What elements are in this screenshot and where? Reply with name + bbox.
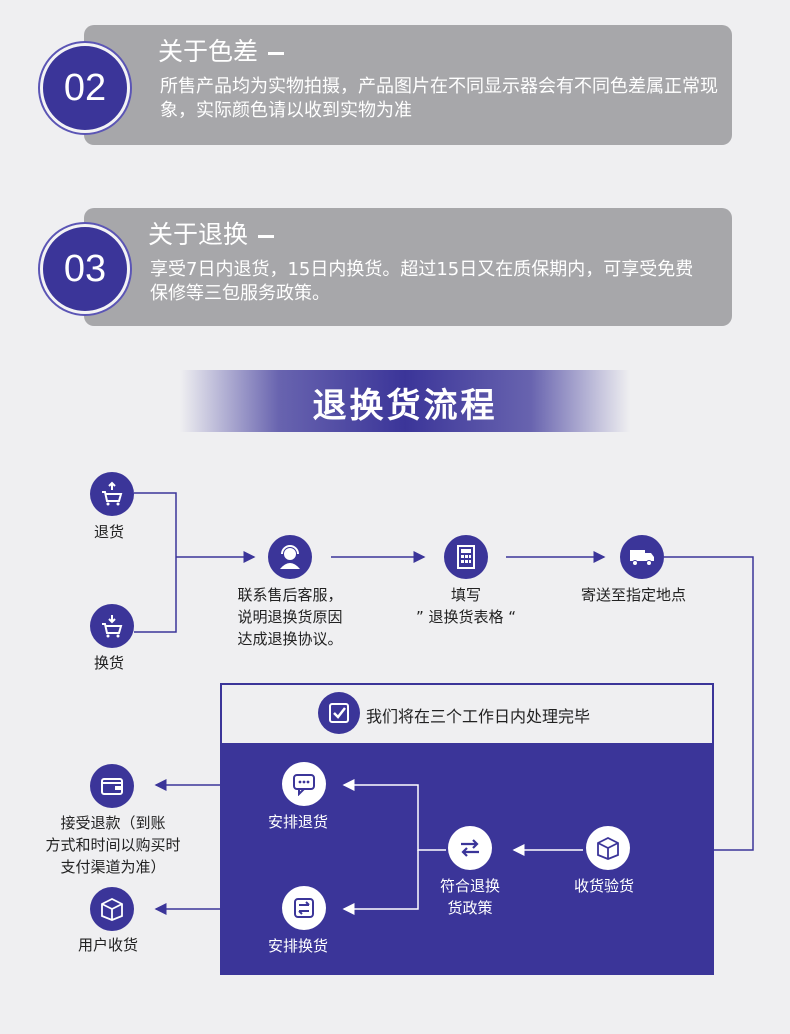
- contact-label: 联系售后客服， 说明退换货原因 达成退换协议。: [228, 584, 352, 650]
- fill-label-line: ” 退换货表格 “: [415, 608, 517, 626]
- policy-label-line: 货政策: [447, 899, 493, 917]
- step-badge: 03: [40, 224, 130, 314]
- info-card-color: 关于色差 所售产品均为实物拍摄，产品图片在不同显示器会有不同色差属正常现象，实际…: [84, 25, 732, 145]
- refund-label-line: 接受退款（到账: [60, 814, 166, 832]
- exchange-label: 换货: [94, 654, 125, 672]
- receive-check-label: 收货验货: [574, 877, 635, 895]
- step-badge: 02: [40, 43, 130, 133]
- return-label: 退货: [94, 523, 125, 541]
- section-title: 退换货流程: [312, 386, 498, 426]
- customer-service-icon: [268, 535, 312, 579]
- exchange-cart-icon: [90, 604, 134, 648]
- box-icon: [90, 887, 134, 931]
- fill-label: 填写 ” 退换货表格 “: [400, 584, 532, 628]
- return-cart-icon: [90, 472, 134, 516]
- card-text: 享受7日内退货，15日内换货。超过15日又在质保期内，可享受免费保修等三包服务政…: [150, 259, 694, 304]
- section-banner: 退换货流程: [180, 370, 630, 432]
- chat-icon: [282, 762, 326, 806]
- check-icon: [318, 692, 360, 734]
- arrange-exchange-label: 安排换货: [268, 937, 329, 955]
- card-title: 关于退换: [148, 220, 275, 250]
- policy-label-line: 符合退换: [439, 877, 500, 895]
- arrange-return-label: 安排退货: [268, 813, 329, 831]
- package-icon: [586, 826, 630, 870]
- card-text: 所售产品均为实物拍摄，产品图片在不同显示器会有不同色差属正常现象，实际颜色请以收…: [160, 76, 718, 121]
- exchange-arrows-icon: [448, 826, 492, 870]
- refund-label-line: 支付渠道为准）: [60, 858, 166, 876]
- processing-header: 我们将在三个工作日内处理完毕: [222, 685, 712, 743]
- contact-label-line: 达成退换协议。: [237, 630, 343, 648]
- refund-label-line: 方式和时间以购买时: [45, 836, 181, 854]
- user-receive-label: 用户收货: [78, 936, 139, 954]
- refund-label: 接受退款（到账 方式和时间以购买时 支付渠道为准）: [28, 812, 198, 878]
- info-card-return: 关于退换 享受7日内退货，15日内换货。超过15日又在质保期内，可享受免费保修等…: [84, 208, 732, 326]
- contact-label-line: 说明退换货原因: [237, 608, 343, 626]
- fill-label-line: 填写: [450, 586, 481, 604]
- wallet-icon: [90, 764, 134, 808]
- policy-label: 符合退换 货政策: [430, 875, 510, 919]
- contact-label-line: 联系售后客服，: [237, 586, 343, 604]
- swap-icon: [282, 886, 326, 930]
- card-title: 关于色差: [158, 37, 285, 67]
- form-icon: [444, 535, 488, 579]
- processing-text: 我们将在三个工作日内处理完毕: [366, 707, 591, 726]
- truck-icon: [620, 535, 664, 579]
- ship-label: 寄送至指定地点: [581, 586, 687, 604]
